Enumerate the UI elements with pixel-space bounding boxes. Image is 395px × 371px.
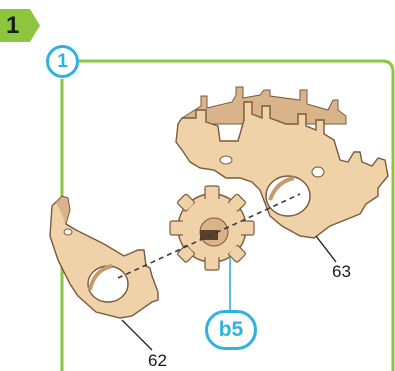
part-number-62: 62 (148, 351, 167, 371)
gear-part (170, 186, 254, 270)
gear-part-label: b5 (208, 313, 254, 347)
gear-part-badge: b5 (205, 310, 257, 350)
leader-line-63 (316, 236, 336, 262)
small-bracket-part (50, 196, 158, 318)
part-number-63: 63 (332, 262, 351, 282)
leader-line-62 (122, 320, 152, 350)
